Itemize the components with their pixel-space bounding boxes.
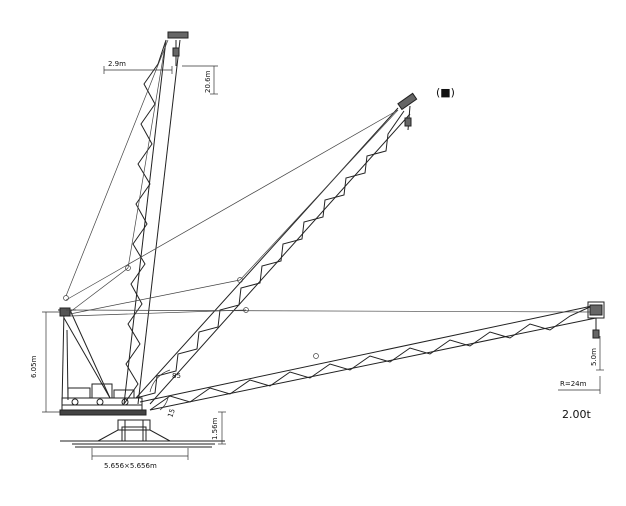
mast-height-label: 6.05m [30,355,38,378]
upper-jib [123,31,189,405]
jib-offset-label: 2.9m [108,60,126,68]
base-height-label: 1.56m [211,417,219,440]
a-frame-mast [58,307,111,406]
middle-jib [135,92,418,405]
lower-angle-label: 15 [166,408,177,419]
base-size-label: 5.656×5.656m [104,462,157,470]
crane-base [60,419,225,448]
lower-jib [139,301,605,411]
legend-marker: (■) [436,86,455,99]
upper-angle-label: 85 [172,372,181,380]
load-rating-label: 2.00t [562,408,591,421]
pendant-ropes [63,39,591,359]
machinery-deck [59,383,147,416]
hook-clearance-label: 5.0m [590,348,598,366]
radius-label: R=24m [560,380,587,388]
hook-drop-label: 20.6m [204,70,212,93]
dimension-lines [42,65,604,460]
